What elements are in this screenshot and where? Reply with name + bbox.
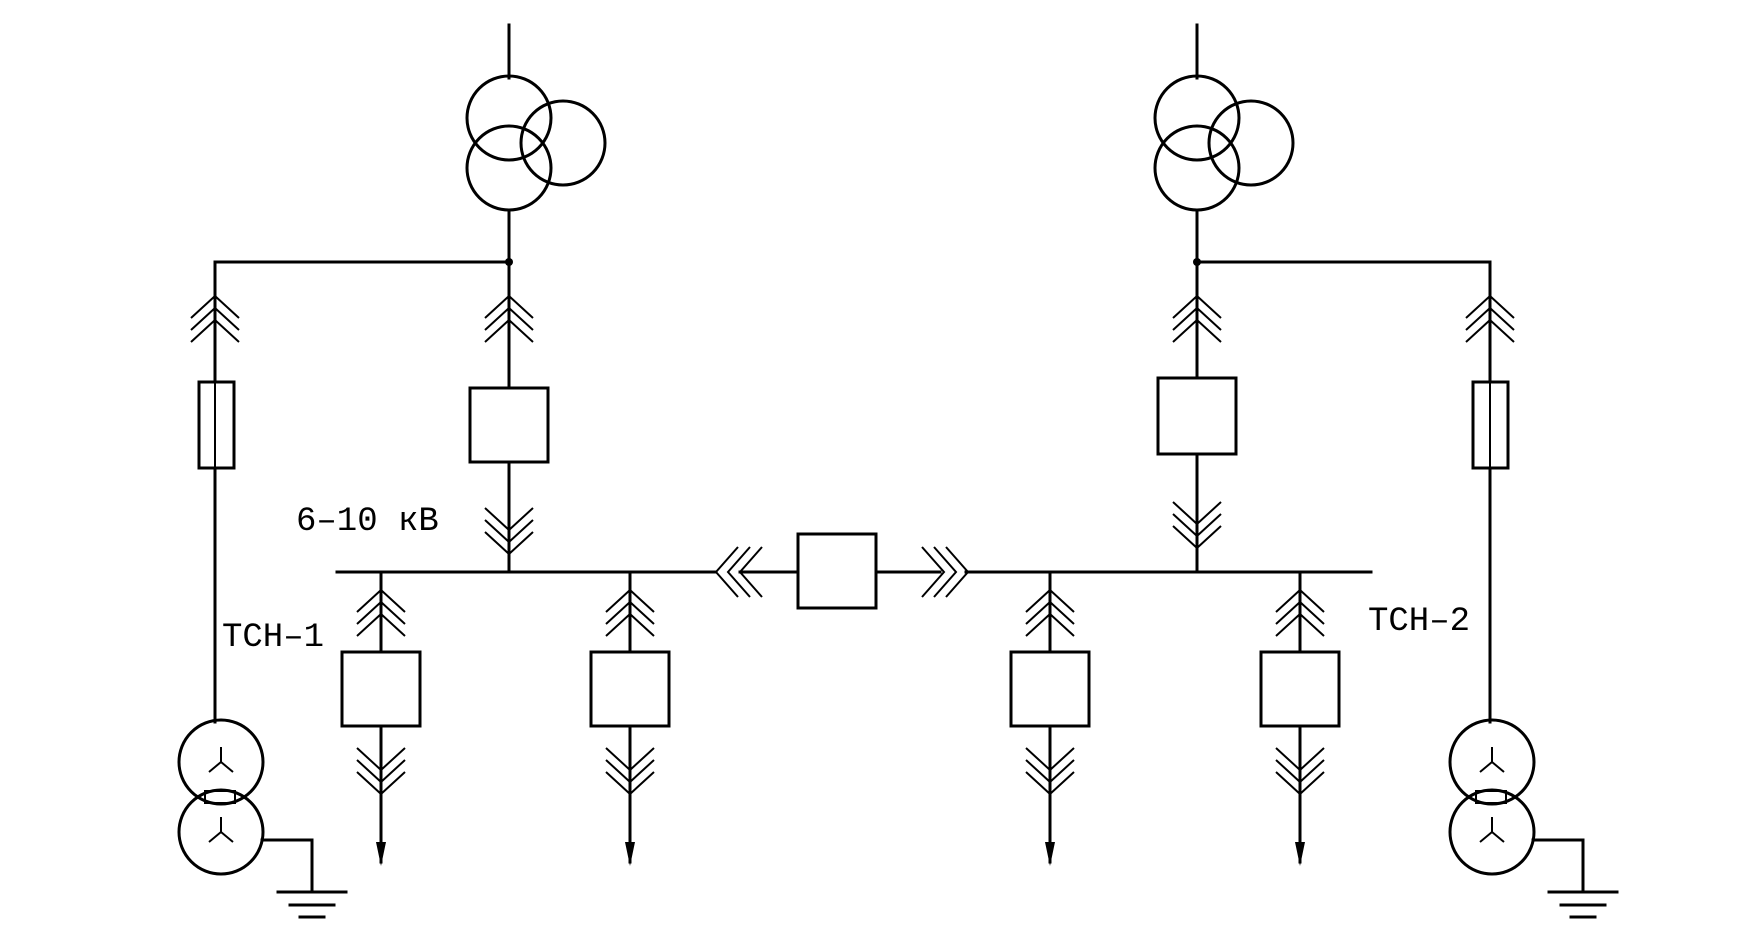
circuit-breaker-feeder-3[interactable] [1009, 650, 1091, 728]
circuit-breaker-feeder-1[interactable] [340, 650, 422, 728]
tsn2-transformer [1448, 718, 1619, 919]
feeder-1 [340, 570, 422, 866]
bus-section [714, 532, 970, 610]
feeder-2 [589, 570, 671, 866]
tsn1-label: ТСН–1 [222, 619, 324, 657]
main-transformer-right [1153, 23, 1295, 266]
circuit-breaker-incomer-left[interactable] [468, 386, 550, 464]
feeder-4 [1259, 570, 1341, 866]
feeder-3 [1009, 570, 1091, 866]
circuit-breaker-bus-section[interactable] [796, 532, 878, 610]
tsn1-transformer [177, 718, 348, 919]
fuse-tsn-left[interactable] [197, 380, 236, 470]
tsn-branch-left [177, 260, 348, 919]
main-transformer-left [465, 23, 607, 266]
incomer-right [1156, 260, 1238, 574]
bus-voltage-label: 6–10 кВ [296, 503, 439, 541]
tsn-branch-right [1448, 260, 1619, 919]
circuit-breaker-feeder-2[interactable] [589, 650, 671, 728]
circuit-breaker-feeder-4[interactable] [1259, 650, 1341, 728]
tsn2-label: ТСН–2 [1368, 603, 1470, 641]
circuit-breaker-incomer-right[interactable] [1156, 376, 1238, 456]
incomer-left [468, 260, 550, 574]
